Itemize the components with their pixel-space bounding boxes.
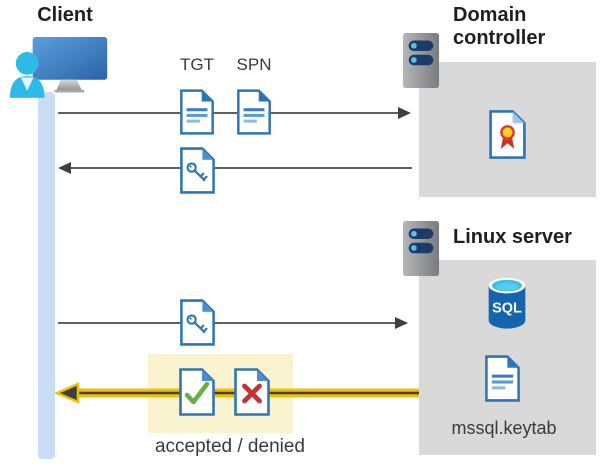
result-caption: accepted / denied — [154, 436, 305, 457]
sql-database-icon: SQL — [488, 277, 526, 329]
domain-controller-title: Domain controller — [453, 4, 546, 49]
key-document-icon — [180, 147, 215, 194]
keytab-filename-label: mssql.keytab — [451, 418, 557, 438]
sql-badge-text: SQL — [492, 301, 522, 317]
tgt-spn-request-arrow — [58, 107, 411, 119]
client-timeline-bar — [38, 92, 55, 459]
spn-document-icon — [237, 89, 271, 135]
linux-server-icon — [402, 220, 440, 277]
spn-label: SPN — [236, 55, 272, 74]
key-document-icon — [180, 299, 215, 346]
x-document-icon — [234, 368, 270, 416]
client-workstation-icon — [9, 37, 108, 98]
ticket-response-arrow — [58, 162, 412, 174]
linux-server-title: Linux server — [453, 226, 572, 248]
domain-controller-server-icon — [402, 32, 440, 89]
check-document-icon — [179, 368, 215, 416]
client-title: Client — [37, 4, 93, 26]
tgt-document-icon — [180, 89, 214, 135]
certificate-document-icon — [489, 110, 526, 159]
ticket-request-arrow — [58, 317, 408, 329]
tgt-label: TGT — [180, 55, 214, 74]
keytab-document-icon — [485, 355, 520, 402]
